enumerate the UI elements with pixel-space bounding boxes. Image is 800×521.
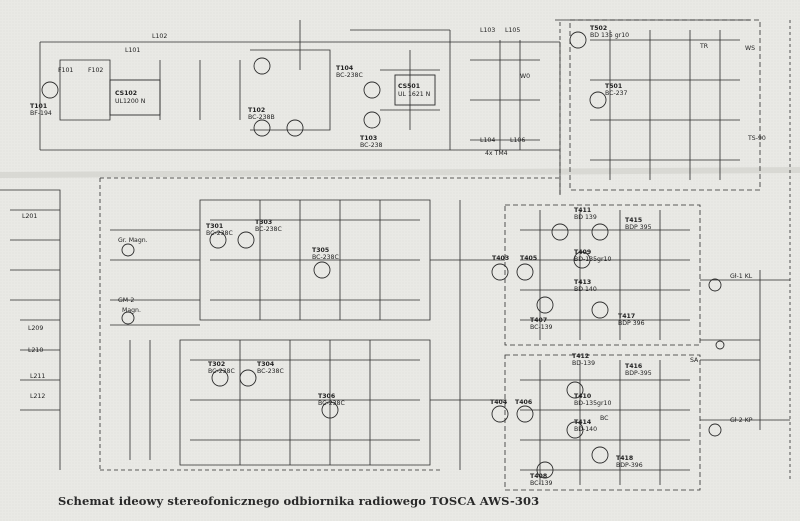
component-label: BC: [600, 415, 608, 422]
transistor-type-label: BD 139: [574, 214, 597, 221]
ic-ref-label: CS102: [115, 90, 137, 97]
ic-type-label: UL 1621 N: [398, 91, 431, 98]
component-label: F101: [58, 67, 73, 74]
transistor-type-label: BC-238: [360, 142, 383, 149]
transistor-ref-label: T406: [515, 399, 532, 406]
component-label: GM-2: [118, 297, 134, 304]
transistor-ref-label: T410: [574, 393, 592, 400]
component-label: L101: [125, 47, 140, 54]
transistor-type-label: BD 140: [574, 286, 597, 293]
transistor-ref-label: T415: [625, 217, 642, 224]
transistor-type-label: BDP 396: [618, 320, 645, 327]
component-label: L103: [480, 27, 495, 34]
transistor-type-label: BC-238C: [312, 254, 339, 261]
transistor-ref-label: T411: [574, 207, 591, 214]
transistor-ref-label: T409: [574, 249, 591, 256]
transistor-ref-label: T101: [30, 103, 47, 110]
transistor-ref-label: T103: [360, 135, 377, 142]
transistor-ref-label: T305: [312, 247, 329, 254]
transistor-type-label: BC-238C: [318, 400, 345, 407]
component-label: TR: [699, 43, 709, 50]
component-label: L209: [28, 325, 43, 332]
transistor-ref-label: T306: [318, 393, 335, 400]
component-symbols: [41, 31, 725, 479]
component-label: L106: [510, 137, 525, 144]
component-label: 4x TM4: [485, 150, 508, 157]
transistor-ref-label: T403: [492, 255, 509, 262]
transistor-type-label: BD 135 gr10: [590, 32, 629, 39]
transistor-ref-label: T104: [336, 65, 354, 72]
component-label: L210: [28, 347, 43, 354]
transistor-ref-label: T418: [616, 455, 633, 462]
component-label: L201: [22, 213, 37, 220]
transistor-ref-label: T304: [257, 361, 275, 368]
component-label: L211: [30, 373, 45, 380]
component-label: TS-90: [747, 135, 766, 142]
transistor-type-label: BD-140: [574, 426, 597, 433]
transistor-ref-label: T303: [255, 219, 272, 226]
component-label: Gł-1 KL: [730, 273, 753, 280]
transistor-type-label: BD-139: [572, 360, 595, 367]
ic-type-label: UL1200 N: [115, 98, 146, 105]
transistor-ref-label: T404: [490, 399, 508, 406]
component-label: Magn.: [122, 307, 141, 314]
transistor-ref-label: T408: [530, 473, 547, 480]
component-label: Gr. Magn.: [118, 237, 148, 244]
transistor-type-label: BC-238C: [208, 368, 235, 375]
transistor-ref-label: T102: [248, 107, 265, 114]
schematic-wiring: [0, 19, 791, 491]
transistor-type-label: BD-135gr10: [574, 400, 611, 407]
transistor-type-label: BC-238C: [255, 226, 282, 233]
transistor-ref-label: T416: [625, 363, 642, 370]
transistor-ref-label: T414: [574, 419, 592, 426]
transistor-type-label: BC-238C: [257, 368, 284, 375]
transistor-type-label: BC-238B: [248, 114, 275, 121]
component-label: F102: [88, 67, 103, 74]
transistor-type-label: BC-139: [530, 324, 553, 331]
transistor-type-label: BDP-395: [625, 370, 652, 377]
component-label: WS: [745, 45, 755, 52]
transistor-type-label: BC-237: [605, 90, 628, 97]
transistor-type-label: BF-194: [30, 110, 52, 117]
component-label: L105: [505, 27, 520, 34]
transistor-ref-label: T413: [574, 279, 591, 286]
component-label: W0: [520, 73, 530, 80]
transistor-type-label: BC-139: [530, 480, 553, 487]
component-label: L104: [480, 137, 495, 144]
transistor-ref-label: T417: [618, 313, 635, 320]
transistor-ref-label: T405: [520, 255, 537, 262]
transistor-ref-label: T501: [605, 83, 622, 90]
transistor-type-label: BC-238C: [206, 230, 233, 237]
transistor-ref-label: T407: [530, 317, 547, 324]
component-label: SA: [690, 357, 699, 364]
transistor-ref-label: T302: [208, 361, 225, 368]
transistor-type-label: BC-238C: [336, 72, 363, 79]
diagram-title: Schemat ideowy stereofonicznego odbiorni…: [58, 494, 540, 508]
transistor-type-label: BDP 395: [625, 224, 652, 231]
transistor-ref-label: T301: [206, 223, 223, 230]
component-label: L212: [30, 393, 45, 400]
transistor-type-label: BDP-396: [616, 462, 643, 469]
component-label: Gł-2 KP: [730, 417, 753, 424]
transistor-ref-label: T412: [572, 353, 589, 360]
transistor-type-label: BD-135gr10: [574, 256, 611, 263]
ic-ref-label: CS501: [398, 83, 420, 90]
component-label: L102: [152, 33, 167, 40]
transistor-ref-label: T502: [590, 25, 607, 32]
